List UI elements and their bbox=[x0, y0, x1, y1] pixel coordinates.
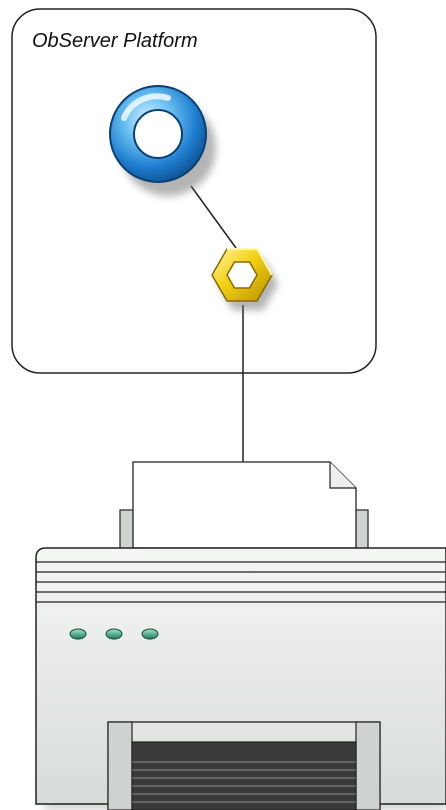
blue-ring-icon bbox=[109, 85, 216, 196]
yellow-hexagon-nut-icon bbox=[211, 248, 278, 310]
printer-paper-guide-left bbox=[119, 509, 135, 551]
ring-to-hex-connector bbox=[190, 185, 237, 249]
printer-indicator-led bbox=[141, 628, 159, 640]
platform-label: ObServer Platform bbox=[32, 30, 198, 52]
printer-icon bbox=[35, 461, 446, 810]
printer-output-slot-lines bbox=[132, 761, 356, 803]
printer-output-slot bbox=[131, 741, 357, 810]
printer-top-stripes bbox=[36, 561, 446, 603]
printer-paper-sheet bbox=[132, 461, 357, 549]
printer-indicator-led bbox=[105, 628, 123, 640]
printer-indicator-led bbox=[69, 628, 87, 640]
